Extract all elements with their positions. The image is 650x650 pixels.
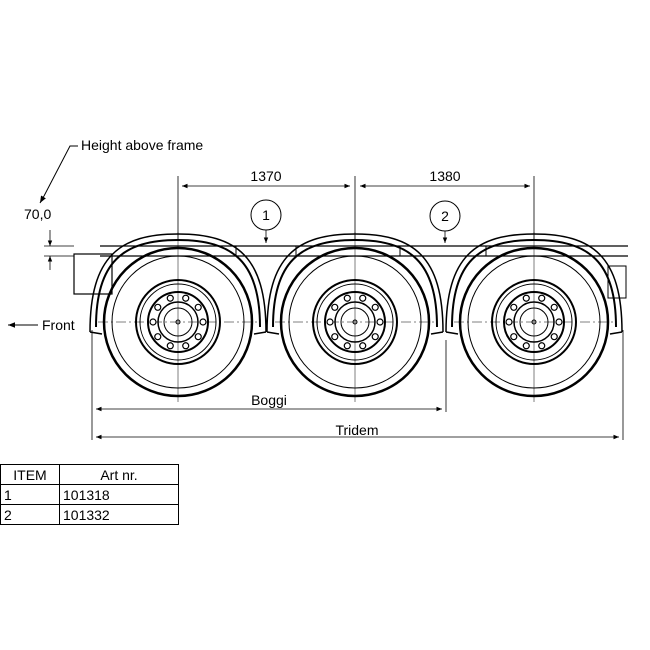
wheel-lug-nuts [149, 294, 563, 350]
lug-nut [359, 294, 367, 302]
lug-nut [555, 318, 563, 326]
lug-nut [359, 342, 367, 350]
balloon-1-label: 1 [262, 207, 270, 223]
table-row: 1 101318 [0, 484, 179, 505]
lug-nut [154, 303, 162, 311]
lug-nut [194, 333, 202, 341]
lug-nut [522, 294, 530, 302]
lug-nut [166, 294, 174, 302]
parts-table-header: ITEM Art nr. [0, 464, 179, 485]
lug-nut [199, 318, 207, 326]
lug-nut [154, 333, 162, 341]
balloon-1 [250, 199, 282, 243]
item-cell: 2 [0, 504, 60, 525]
balloon-2 [429, 200, 461, 243]
lug-nut [371, 333, 379, 341]
art-nr-column-header: Art nr. [59, 464, 179, 485]
item-column-header: ITEM [0, 464, 60, 485]
height-above-frame-label: Height above frame [81, 137, 203, 153]
lug-nut [371, 303, 379, 311]
lug-nut [182, 342, 190, 350]
lug-nut [331, 333, 339, 341]
lug-nut [505, 318, 513, 326]
lug-nut [510, 333, 518, 341]
lug-nut [326, 318, 334, 326]
dimension-1370: 1370 [250, 168, 281, 184]
lug-nut [538, 342, 546, 350]
lug-nut [149, 318, 157, 326]
parts-table: ITEM Art nr. 1 101318 2 101332 [0, 464, 179, 525]
tridem-label: Tridem [335, 422, 378, 438]
height-dimension [44, 230, 74, 270]
lug-nut [538, 294, 546, 302]
dimension-1380: 1380 [429, 168, 460, 184]
boggi-label: Boggi [251, 392, 287, 408]
lug-nut [331, 303, 339, 311]
wheel-2 [266, 232, 444, 402]
height-value-label: 70,0 [24, 206, 51, 222]
lug-nut [550, 303, 558, 311]
item-cell: 1 [0, 484, 60, 505]
lug-nut [522, 342, 530, 350]
balloon-2-label: 2 [441, 208, 449, 224]
lug-nut [166, 342, 174, 350]
top-dimension-lines [177, 176, 535, 240]
art-nr-cell: 101332 [59, 504, 179, 525]
table-row: 2 101332 [0, 504, 179, 525]
lug-nut [510, 303, 518, 311]
lug-nut [343, 294, 351, 302]
lug-nut [343, 342, 351, 350]
art-nr-cell: 101318 [59, 484, 179, 505]
bottom-dimension-lines [91, 330, 624, 440]
lug-nut [376, 318, 384, 326]
lug-nut [550, 333, 558, 341]
wheel-1 [89, 232, 267, 402]
lug-nut [182, 294, 190, 302]
front-label: Front [42, 317, 75, 333]
height-leader [39, 145, 78, 204]
wheel-3 [445, 232, 623, 402]
lug-nut [194, 303, 202, 311]
